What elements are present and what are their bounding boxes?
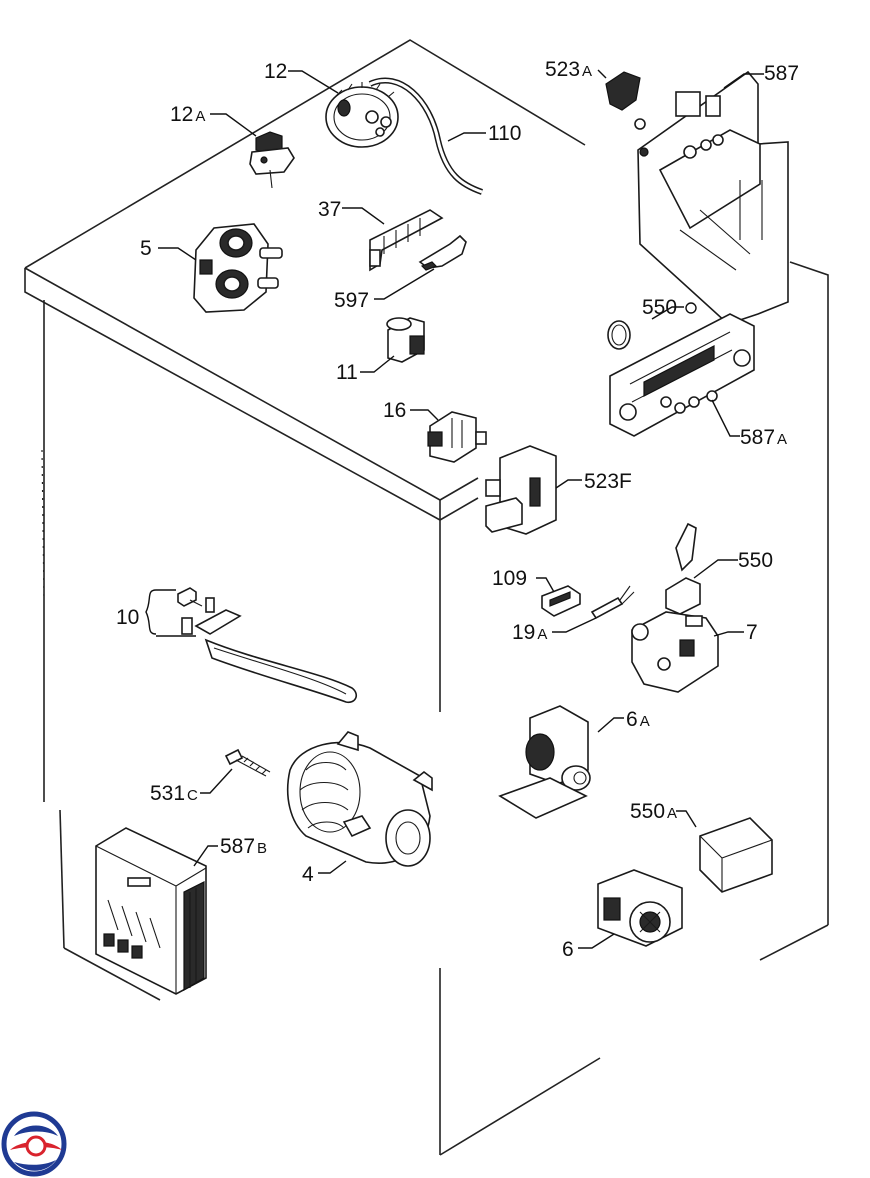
screw-part — [224, 748, 271, 777]
control-panel-part — [609, 313, 755, 437]
electronic-module-part — [95, 827, 207, 995]
label-587: 587 — [764, 62, 799, 85]
inlet-valve-part — [193, 223, 283, 313]
level-sensor-part — [249, 131, 295, 189]
interlock-part — [485, 445, 557, 535]
cabinet-outline — [24, 39, 829, 1156]
label-523f: 523F — [584, 470, 632, 493]
regulator-part — [631, 522, 719, 693]
brand-swirl-logo-icon — [1, 1111, 67, 1177]
leader-lines — [145, 69, 764, 949]
door-switch-part — [427, 411, 487, 463]
label-550: 550 — [738, 549, 773, 572]
label-11: 11 — [336, 361, 358, 384]
label-109: 109 — [492, 567, 527, 590]
label-6: 6 — [562, 938, 574, 961]
label-550-o: 550 — [642, 296, 677, 319]
pressure-switch-part — [325, 82, 399, 148]
o-ring-symbol-icon — [685, 302, 697, 314]
label-10: 10 — [116, 606, 139, 629]
capacitor-part — [386, 317, 425, 363]
heating-element-part — [177, 587, 358, 704]
drain-pump-part — [498, 705, 591, 819]
label-37: 37 — [318, 198, 341, 221]
motor-part — [286, 731, 433, 867]
circulation-pump-part — [597, 869, 683, 947]
label-7: 7 — [746, 621, 758, 644]
o-ring-part — [607, 320, 631, 350]
terminal-block-part — [369, 209, 444, 272]
label-110: 110 — [488, 122, 521, 145]
timer-module-part — [605, 70, 789, 325]
label-5: 5 — [140, 237, 152, 260]
cover-box-part — [699, 817, 773, 893]
label-4: 4 — [302, 863, 314, 886]
label-12: 12 — [264, 60, 287, 83]
hose-part — [368, 77, 484, 195]
temperature-sensor-part — [590, 585, 635, 620]
seal-part — [541, 585, 581, 617]
clip-part — [418, 234, 467, 271]
label-16: 16 — [383, 399, 406, 422]
label-597: 597 — [334, 289, 369, 312]
